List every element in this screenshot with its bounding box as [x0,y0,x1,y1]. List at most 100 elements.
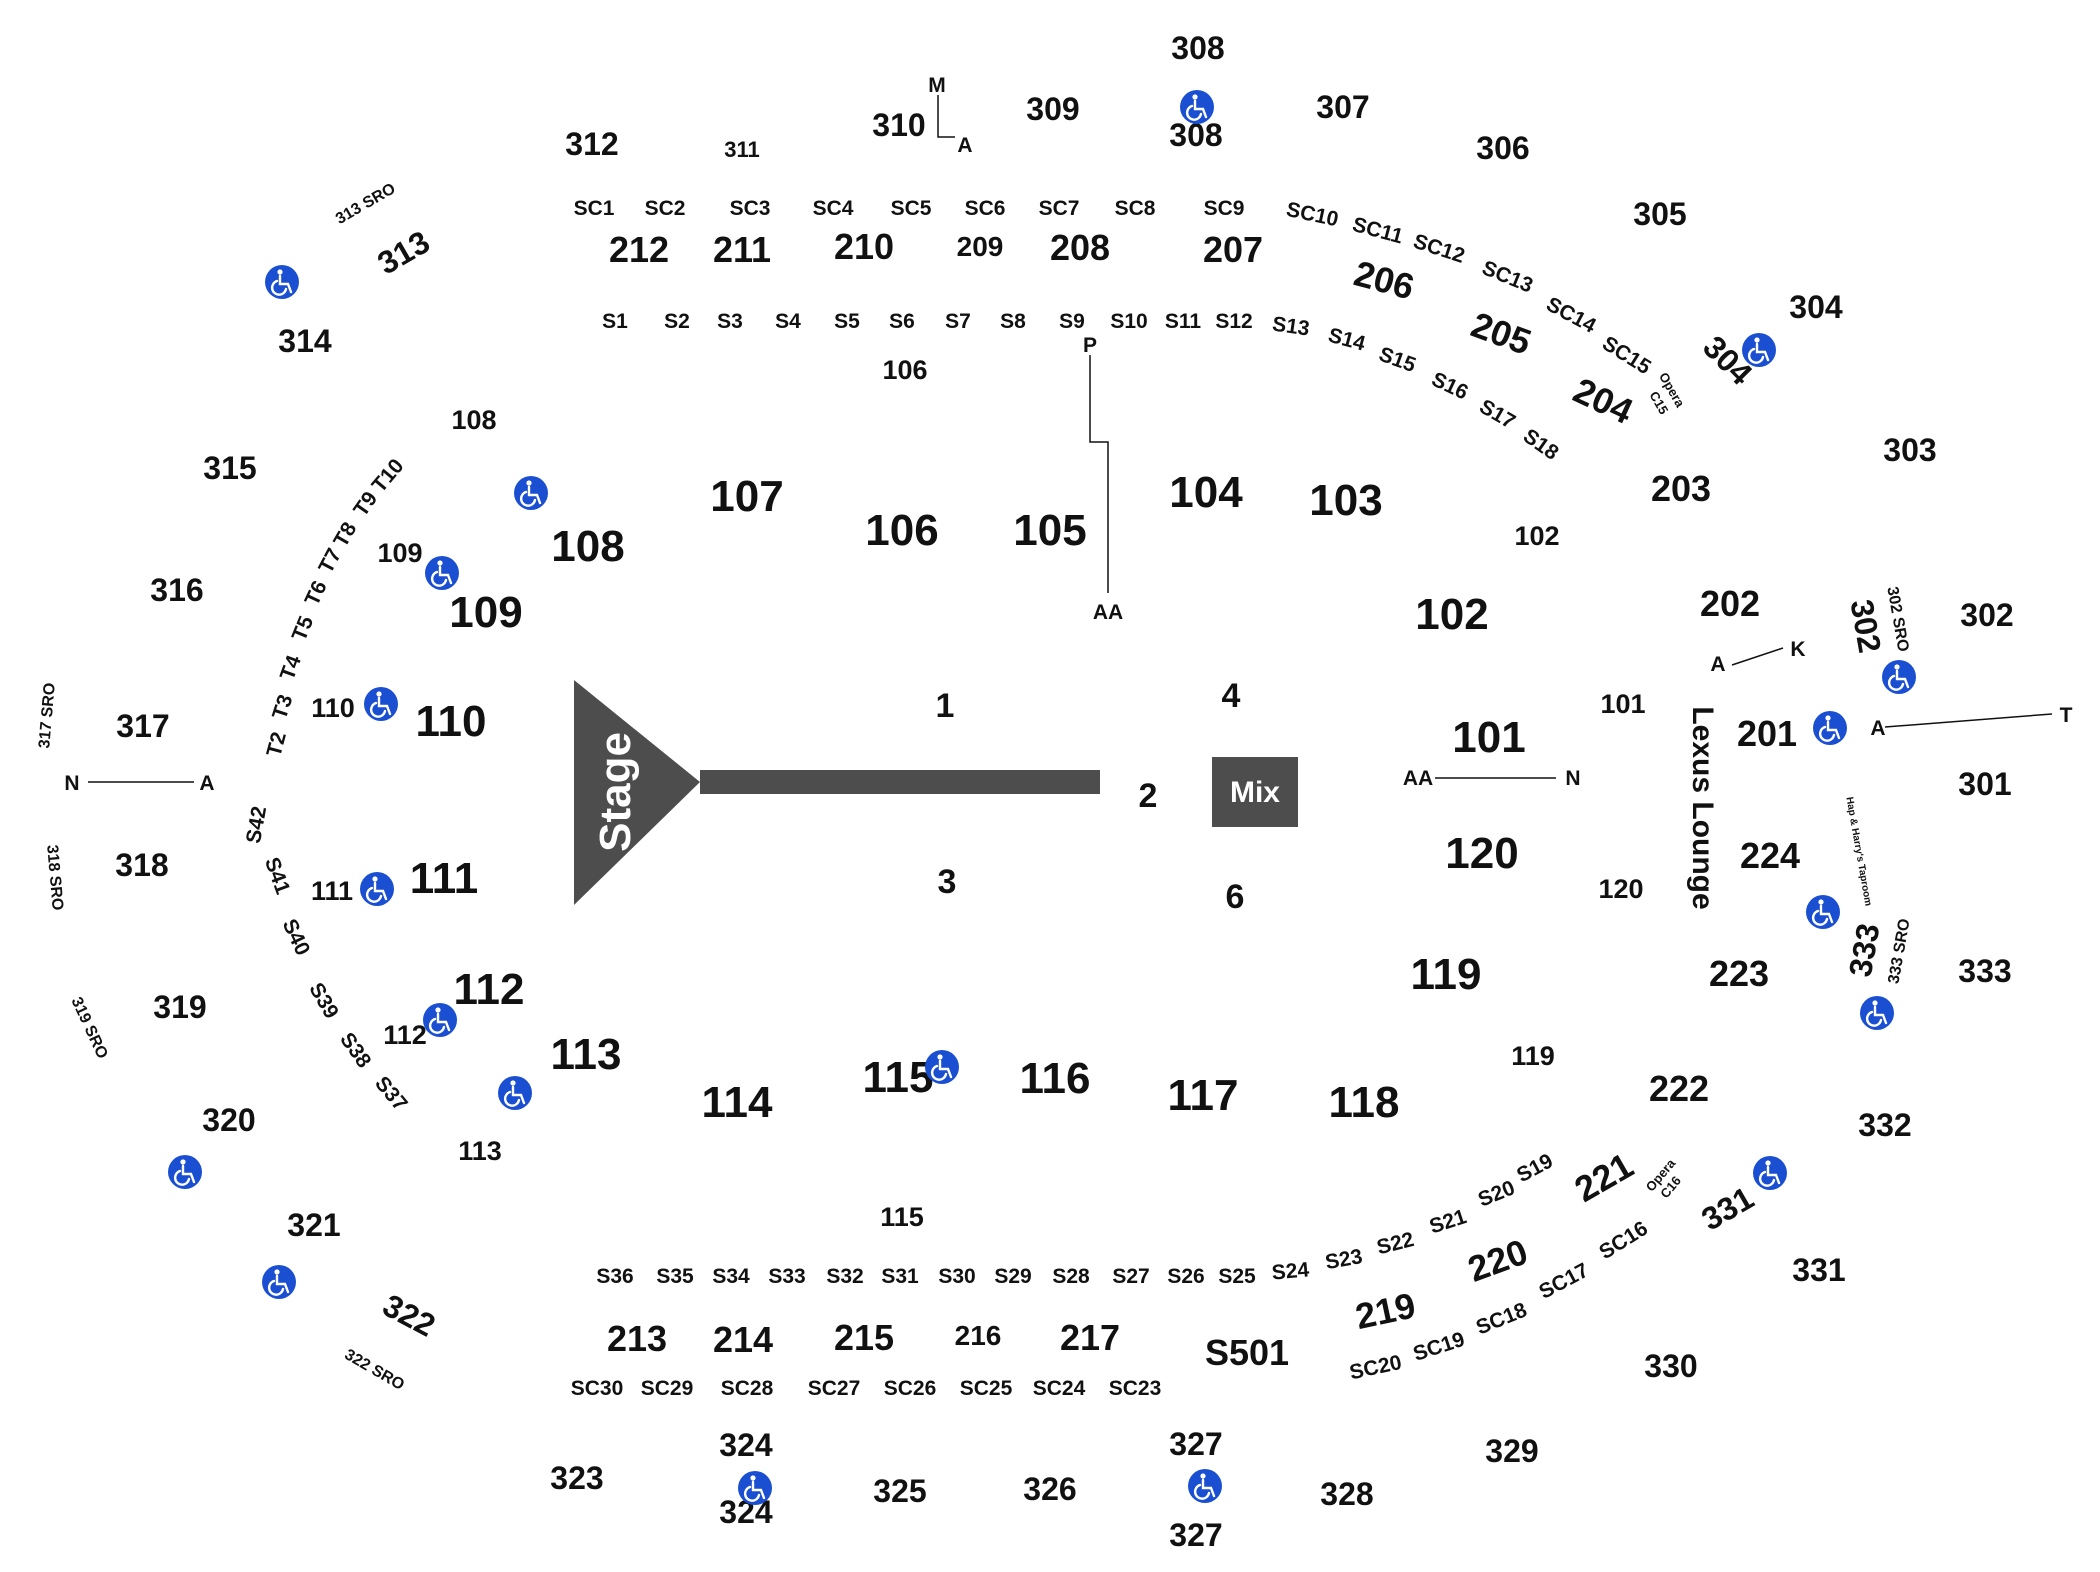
section-326: 326 [1023,1471,1076,1507]
suite-sc29[interactable]: SC29 [641,1377,694,1400]
suite-sc27[interactable]: SC27 [808,1377,861,1400]
suite-sc24[interactable]: SC24 [1033,1377,1086,1400]
suite-s26[interactable]: S26 [1167,1265,1204,1288]
stage: Stage [574,680,1100,905]
suite-sc30[interactable]: SC30 [571,1377,624,1400]
suite-s7[interactable]: S7 [945,310,971,333]
suite-sc26[interactable]: SC26 [884,1377,937,1400]
suite-sc6[interactable]: SC6 [965,197,1006,220]
suite-sc5[interactable]: SC5 [891,197,932,220]
suite-s23[interactable]: S23 [1323,1245,1364,1274]
suite-s32[interactable]: S32 [826,1265,863,1288]
suite-s40[interactable]: S40 [278,915,315,959]
suite-s36[interactable]: S36 [596,1265,633,1288]
suite-s2[interactable]: S2 [664,310,690,333]
suite-sc25[interactable]: SC25 [960,1377,1013,1400]
suite-s9[interactable]: S9 [1059,310,1085,333]
row-a-202: A [1710,653,1725,676]
suite-s18[interactable]: S18 [1519,425,1563,465]
suite-s1[interactable]: S1 [602,310,628,333]
wheelchair-icon [738,1471,772,1505]
section-333: 333 [1958,953,2011,989]
suite-s14[interactable]: S14 [1326,324,1368,356]
suite-s19[interactable]: S19 [1513,1149,1557,1187]
suite-s28[interactable]: S28 [1052,1265,1090,1288]
suite-t2[interactable]: T2 [262,730,291,760]
suite-s17[interactable]: S17 [1475,395,1519,434]
suite-s8[interactable]: S8 [1000,310,1026,333]
suite-sc8[interactable]: SC8 [1115,197,1156,220]
sections-300[interactable]: 301 302 303 304 305 306 307 308 308 309 … [115,30,2013,1553]
suite-t4[interactable]: T4 [276,652,306,683]
section-108-small: 108 [451,405,496,435]
suite-sc28[interactable]: SC28 [721,1377,774,1400]
suite-s20[interactable]: S20 [1475,1176,1518,1211]
suite-s10[interactable]: S10 [1110,310,1147,333]
suite-sc18[interactable]: SC18 [1473,1298,1531,1339]
section-309: 309 [1026,91,1079,127]
suite-s38[interactable]: S38 [335,1028,375,1072]
suite-sc14[interactable]: SC14 [1542,293,1599,338]
sections-200[interactable]: 201 202 203 204 205 206 207 208 209 210 … [607,226,1800,1373]
suite-sc13[interactable]: SC13 [1479,256,1536,297]
section-316: 316 [150,572,203,608]
suite-sc17[interactable]: SC17 [1535,1259,1592,1304]
mix-label: Mix [1230,776,1280,809]
suite-sc23[interactable]: SC23 [1109,1377,1162,1400]
suite-s6[interactable]: S6 [889,310,915,333]
suite-s29[interactable]: S29 [994,1265,1031,1288]
section-111: 111 [410,854,479,903]
suite-s33[interactable]: S33 [768,1265,805,1288]
section-325: 325 [873,1473,926,1509]
section-202: 202 [1700,583,1760,624]
suite-sc19[interactable]: SC19 [1410,1328,1467,1366]
suite-t8[interactable]: T8 [329,518,361,551]
suite-s39[interactable]: S39 [304,979,343,1023]
suite-s22[interactable]: S22 [1375,1228,1417,1259]
suite-s27[interactable]: S27 [1112,1265,1149,1288]
suite-s12[interactable]: S12 [1215,310,1252,333]
suite-sc4[interactable]: SC4 [813,197,854,220]
suite-t6[interactable]: T6 [301,577,332,609]
section-201: 201 [1737,713,1797,754]
suite-sc9[interactable]: SC9 [1204,197,1245,220]
floor-sections[interactable]: 1 2 3 4 6 [936,677,1245,916]
suite-s34[interactable]: S34 [712,1265,750,1288]
suite-sc12[interactable]: SC12 [1410,230,1467,268]
suite-s15[interactable]: S15 [1376,343,1419,378]
suite-sc11[interactable]: SC11 [1350,213,1406,249]
suite-s13[interactable]: S13 [1271,313,1311,341]
suite-sc7[interactable]: SC7 [1039,197,1080,220]
suite-sc16[interactable]: SC16 [1595,1217,1652,1264]
suite-sc2[interactable]: SC2 [645,197,686,220]
suite-t9[interactable]: T9 [349,488,382,521]
suite-sc1[interactable]: SC1 [574,197,615,220]
suite-t10[interactable]: T10 [368,455,409,498]
suite-t3[interactable]: T3 [268,692,297,722]
wheelchair-icon [1860,996,1894,1030]
suite-s25[interactable]: S25 [1218,1265,1256,1288]
section-310: 310 [872,107,925,143]
suite-s35[interactable]: S35 [656,1265,694,1288]
suite-sc15[interactable]: SC15 [1598,332,1655,380]
suite-sc20[interactable]: SC20 [1348,1351,1404,1384]
suite-s42[interactable]: S42 [242,804,271,845]
suite-s16[interactable]: S16 [1428,368,1472,405]
suite-t7[interactable]: T7 [314,545,346,577]
suite-s4[interactable]: S4 [775,310,801,333]
suite-s5[interactable]: S5 [834,310,860,333]
suite-s11[interactable]: S11 [1165,310,1202,333]
suite-s3[interactable]: S3 [717,310,743,333]
section-315: 315 [203,450,256,486]
suite-sc3[interactable]: SC3 [730,197,771,220]
suite-s37[interactable]: S37 [370,1072,412,1115]
suite-sc10[interactable]: SC10 [1284,198,1340,231]
section-207: 207 [1203,229,1263,270]
suite-s30[interactable]: S30 [938,1265,975,1288]
suite-s21[interactable]: S21 [1427,1205,1470,1239]
sections-100[interactable]: 101 102 103 104 105 106 107 108 109 110 … [410,468,1526,1127]
suite-s24[interactable]: S24 [1271,1258,1311,1284]
suite-s31[interactable]: S31 [881,1265,919,1288]
suite-s41[interactable]: S41 [260,854,295,897]
suite-t5[interactable]: T5 [288,613,319,645]
